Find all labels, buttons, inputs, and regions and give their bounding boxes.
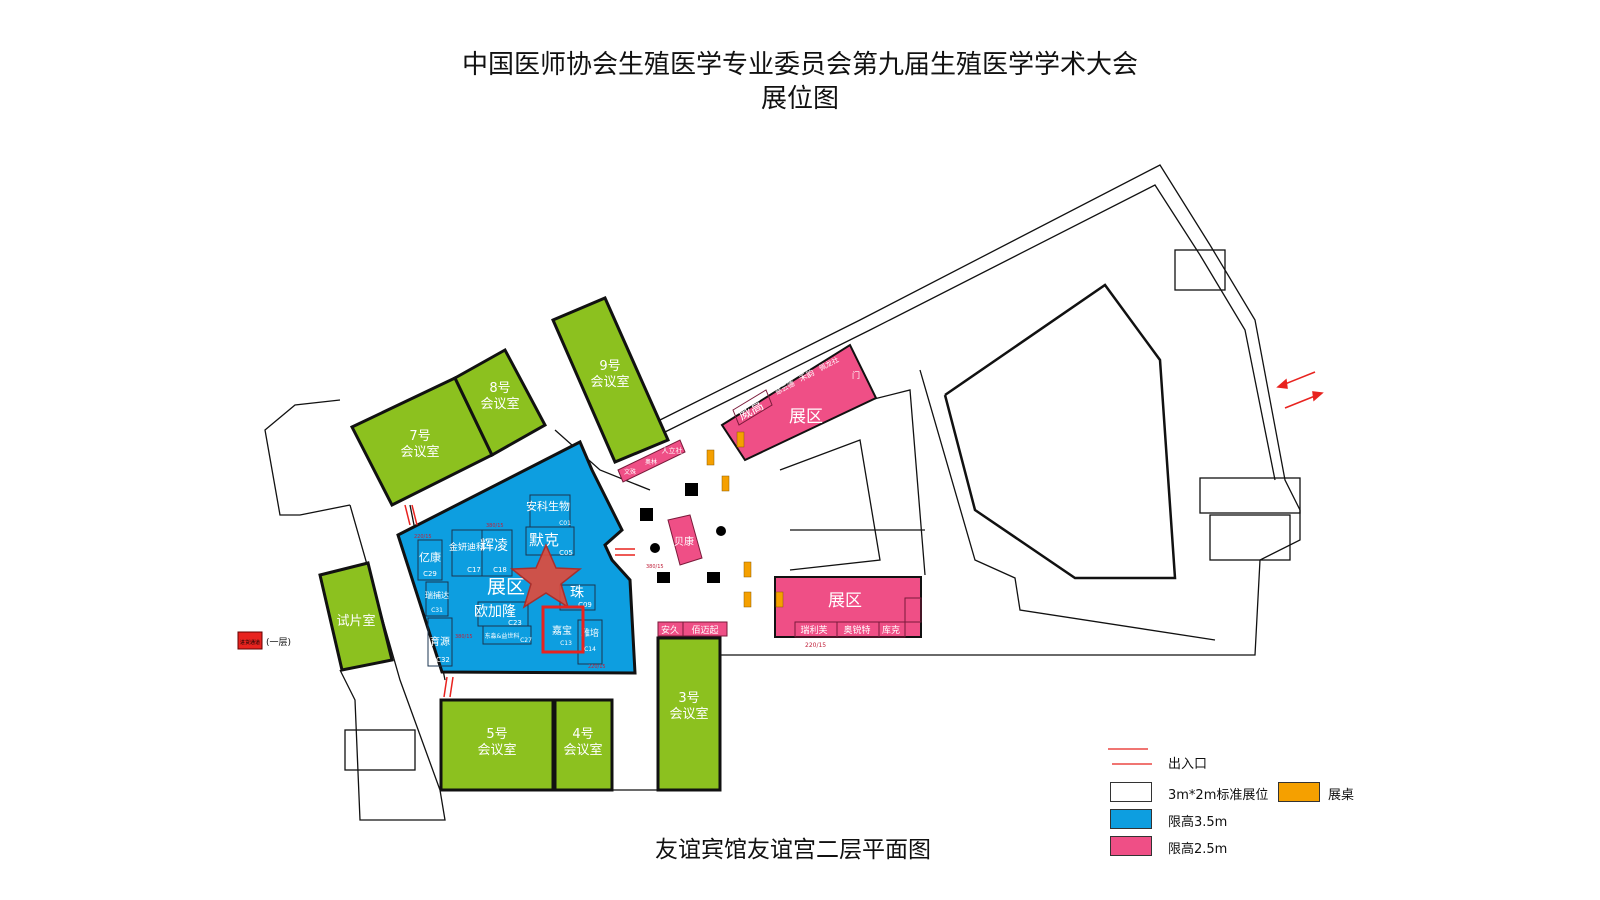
svg-text:人立社: 人立社 [662, 446, 683, 455]
goods-channel-note: 进货通道 (一层) [237, 631, 291, 650]
booth-name: 育源 [430, 635, 450, 648]
booth-code: C14 [584, 646, 596, 653]
zone-label: 展区 [789, 407, 823, 427]
svg-text:4号: 4号 [572, 727, 593, 742]
booth-code: C27 [520, 637, 532, 644]
room-8[interactable]: 8号 会议室 [453, 347, 548, 458]
booth-code: C09 [578, 601, 592, 609]
booth-name: 东淼&益世科 [485, 632, 520, 640]
legend-standard-label: 3m*2m标准展位 [1168, 788, 1269, 803]
legend-table-label: 展桌 [1328, 788, 1355, 803]
svg-text:380/15: 380/15 [646, 564, 664, 570]
svg-text:瑞利芙: 瑞利芙 [800, 624, 827, 636]
svg-text:会议室: 会议室 [400, 444, 439, 460]
booth-code: C29 [423, 570, 437, 578]
booth-code: C18 [493, 566, 507, 574]
entrance-arrow-icons [404, 371, 1324, 698]
legend-table-swatch [1278, 782, 1320, 802]
room-9[interactable]: 9号 会议室 [551, 296, 670, 464]
legend-blue-label: 限高3.5m [1168, 815, 1228, 830]
pillars [640, 483, 726, 583]
svg-text:8号: 8号 [489, 381, 510, 396]
booth-name: 默克 [529, 531, 559, 549]
booth-name: 瑞捕达 [425, 590, 449, 600]
svg-text:220/15: 220/15 [414, 534, 432, 540]
svg-text:7号: 7号 [409, 429, 430, 444]
svg-text:库克: 库克 [882, 624, 900, 636]
you-are-here-star-icon [509, 543, 585, 654]
booth-code: C32 [436, 656, 450, 664]
zone-label: 展区 [828, 591, 862, 611]
pink-small-booths[interactable]: 文殊 奥林 人立社 贝康 380/15 安久 佰迈起 [617, 439, 728, 637]
svg-text:进货通道: 进货通道 [240, 639, 260, 646]
svg-text:3号: 3号 [678, 691, 699, 706]
svg-text:试片室: 试片室 [336, 613, 375, 629]
svg-text:(一层): (一层) [266, 637, 291, 648]
booth-name: 雅培 [581, 627, 599, 639]
map-subtitle: 展位图 [760, 84, 839, 114]
blue-exhibit-zone[interactable]: 亿康 C29 瑞捕达 C31 育源 C32 金妍迪科 C17 辉凌 C18 安科… [396, 439, 637, 675]
pink-exhibit-zone-bottom[interactable]: 瑞利芙 奥锐特 库克 展区 220/15 [774, 576, 922, 649]
svg-text:5号: 5号 [486, 727, 507, 742]
booth-code: C17 [467, 566, 481, 574]
booth-name: 珠 [570, 585, 584, 601]
map-title: 中国医师协会生殖医学专业委员会第九届生殖医学学术大会 [461, 50, 1138, 80]
floor-caption: 友谊宾馆友谊宫二层平面图 [655, 837, 931, 863]
svg-text:贝康: 贝康 [674, 535, 694, 548]
legend-entrance-label: 出入口 [1168, 757, 1208, 772]
svg-text:会议室: 会议室 [477, 742, 516, 758]
svg-text:门: 门 [852, 370, 860, 380]
exhibit-tables [706, 431, 784, 608]
booth-code: C23 [508, 619, 522, 627]
booth-name: 亿康 [419, 550, 441, 564]
booth-name: 嘉宝 [552, 624, 572, 637]
legend-pink-swatch [1110, 836, 1152, 856]
svg-text:会议室: 会议室 [480, 396, 519, 412]
booth-code: C31 [431, 607, 443, 614]
svg-text:佰迈起: 佰迈起 [691, 624, 718, 636]
svg-text:会议室: 会议室 [590, 374, 629, 390]
svg-text:文殊: 文殊 [624, 468, 636, 476]
svg-text:380/15: 380/15 [486, 523, 504, 529]
svg-text:9号: 9号 [599, 359, 620, 374]
booth-name: 辉凌 [480, 538, 508, 554]
booth-name: 欧加隆 [474, 604, 516, 620]
svg-text:奥锐特: 奥锐特 [843, 624, 870, 636]
legend-entrance-icon [1108, 748, 1152, 765]
room-3[interactable]: 3号 会议室 [656, 636, 722, 792]
svg-text:220/15: 220/15 [805, 642, 826, 649]
svg-text:会议室: 会议室 [563, 742, 602, 758]
legend-pink-label: 限高2.5m [1168, 842, 1228, 857]
legend-blue-swatch [1110, 809, 1152, 829]
svg-text:380/15: 380/15 [455, 634, 473, 640]
booth-code: C01 [559, 520, 571, 527]
svg-text:会议室: 会议室 [669, 706, 708, 722]
room-5[interactable]: 5号 会议室 [439, 698, 555, 792]
pink-exhibit-zone-top[interactable]: 威高 慈云德 禾韵 佩龙社 门 展区 [720, 343, 878, 462]
legend-standard-swatch [1110, 782, 1152, 802]
booth-code: C13 [560, 640, 572, 647]
svg-text:安久: 安久 [661, 624, 679, 636]
svg-text:220/15: 220/15 [588, 664, 606, 670]
preview-room[interactable]: 试片室 [318, 561, 394, 672]
booth-code: C05 [559, 549, 573, 557]
booth-name: 金妍迪科 [449, 541, 485, 553]
highlight-box [541, 605, 585, 654]
room-4[interactable]: 4号 会议室 [553, 698, 614, 792]
booth-name: 安科生物 [526, 499, 570, 513]
zone-label: 展区 [487, 576, 525, 598]
svg-text:奥林: 奥林 [645, 458, 657, 466]
